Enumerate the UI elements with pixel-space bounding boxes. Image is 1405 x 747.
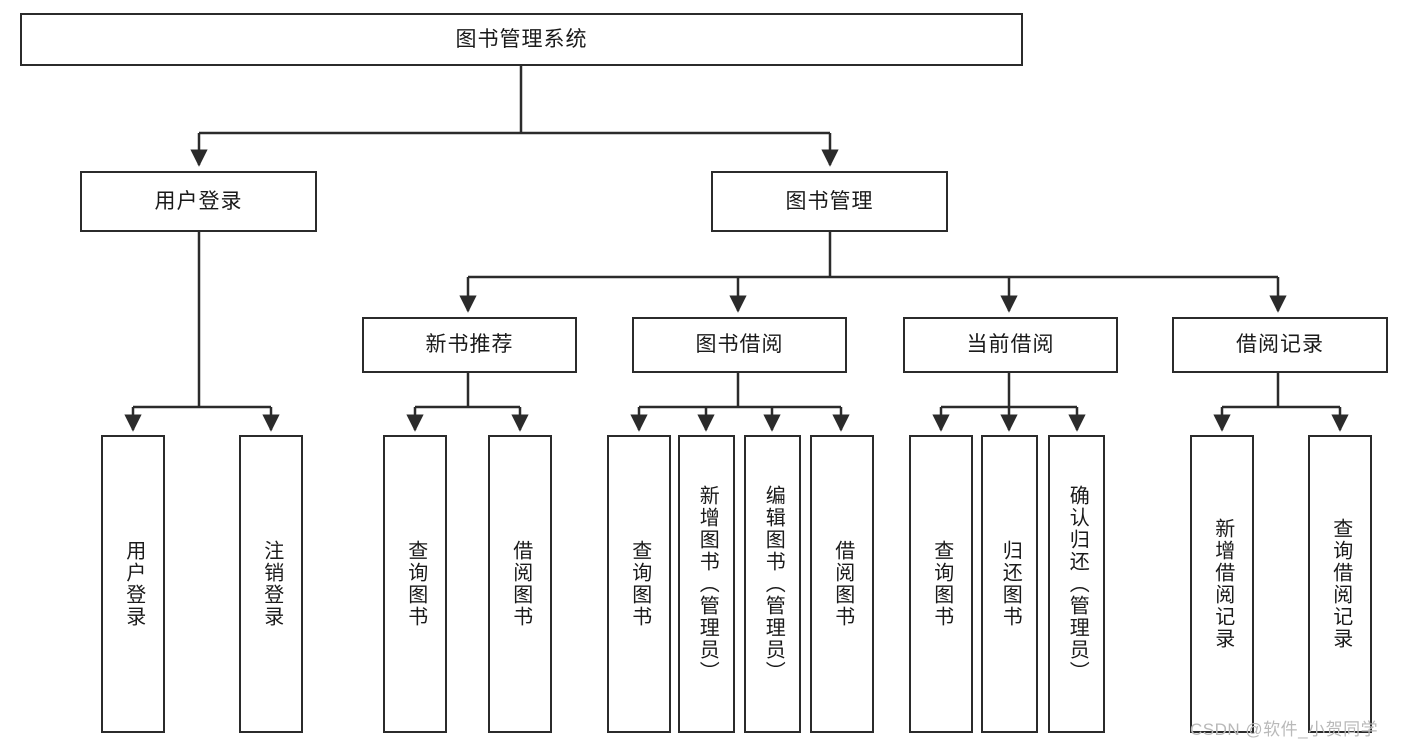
leaf-query-book-current[interactable]: 查询图书: [909, 435, 973, 733]
leaf-return-book[interactable]: 归还图书: [981, 435, 1038, 733]
node-book-management[interactable]: 图书管理: [711, 171, 948, 232]
node-label: 图书借阅: [695, 333, 784, 357]
node-label: 注销登录: [260, 540, 283, 628]
leaf-add-book-admin[interactable]: 新增图书（管理员）: [678, 435, 735, 733]
leaf-query-book-recommend[interactable]: 查询图书: [383, 435, 447, 733]
leaf-borrow-book-recommend[interactable]: 借阅图书: [488, 435, 552, 733]
node-label: 新增借阅记录: [1211, 518, 1234, 650]
node-label: 借阅图书: [831, 540, 854, 628]
node-label: 查询图书: [404, 540, 427, 628]
node-label: 查询图书: [930, 540, 953, 628]
node-borrow-record[interactable]: 借阅记录: [1172, 317, 1388, 373]
leaf-add-borrow-record[interactable]: 新增借阅记录: [1190, 435, 1254, 733]
node-book-borrow[interactable]: 图书借阅: [632, 317, 847, 373]
node-label: 查询借阅记录: [1329, 518, 1352, 650]
leaf-confirm-return-admin[interactable]: 确认归还（管理员）: [1048, 435, 1105, 733]
node-user-login[interactable]: 用户登录: [80, 171, 317, 232]
node-root-book-management-system[interactable]: 图书管理系统: [20, 13, 1023, 66]
node-label: 借阅图书: [509, 540, 532, 628]
node-current-borrow[interactable]: 当前借阅: [903, 317, 1118, 373]
node-label: 借阅记录: [1236, 333, 1324, 357]
node-new-book-recommend[interactable]: 新书推荐: [362, 317, 577, 373]
leaf-logout[interactable]: 注销登录: [239, 435, 303, 733]
leaf-borrow-book[interactable]: 借阅图书: [810, 435, 874, 733]
node-label: 用户登录: [122, 540, 145, 628]
leaf-edit-book-admin[interactable]: 编辑图书（管理员）: [744, 435, 801, 733]
node-label: 图书管理系统: [455, 27, 588, 51]
node-label: 归还图书: [999, 540, 1022, 628]
node-label: 当前借阅: [966, 333, 1055, 357]
node-label: 用户登录: [154, 189, 243, 213]
node-label: 查询图书: [628, 540, 651, 628]
node-label: 确认归还（管理员）: [1066, 485, 1089, 683]
node-label: 新增图书（管理员）: [696, 485, 719, 683]
csdn-watermark: CSDN @软件_小贺同学: [1190, 720, 1379, 739]
node-label: 图书管理: [785, 189, 874, 213]
node-label: 编辑图书（管理员）: [762, 485, 785, 683]
leaf-query-book-borrow[interactable]: 查询图书: [607, 435, 671, 733]
node-label: 新书推荐: [425, 333, 514, 357]
leaf-user-login[interactable]: 用户登录: [101, 435, 165, 733]
leaf-query-borrow-record[interactable]: 查询借阅记录: [1308, 435, 1372, 733]
